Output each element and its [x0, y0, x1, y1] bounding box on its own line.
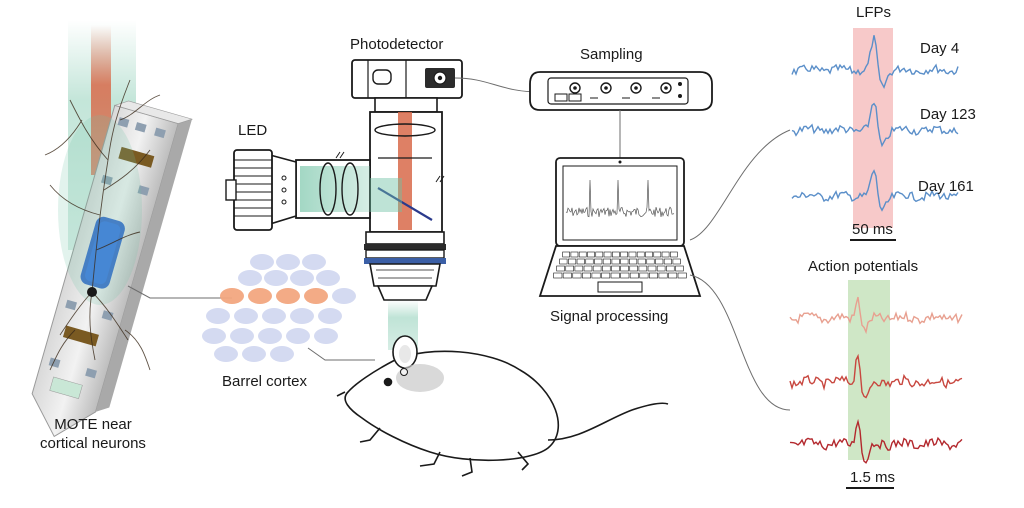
photodetector-label: Photodetector	[350, 36, 444, 53]
lfp-highlight-band	[853, 28, 893, 228]
lfp-traces	[791, 35, 959, 212]
cable-photodetector-sampling	[454, 77, 541, 93]
barrel	[290, 270, 314, 286]
barrel-highlighted	[276, 288, 300, 304]
barrel-cortex-label: Barrel cortex	[222, 373, 308, 390]
lfp-scale-bar-label: 50 ms	[852, 221, 893, 238]
mote-probe	[31, 20, 232, 438]
barrel	[214, 346, 238, 362]
barrel-highlighted	[304, 288, 328, 304]
lfp-trace	[791, 102, 959, 148]
barrel	[290, 308, 314, 324]
barrel	[270, 346, 294, 362]
barrel-highlighted	[220, 288, 244, 304]
action-potential-trace	[789, 353, 963, 399]
action-potential-traces	[789, 296, 963, 464]
barrel-callout-line	[307, 347, 375, 361]
link-laptop-action-potentials	[689, 274, 791, 411]
link-laptop-lfps	[689, 129, 791, 241]
action-potential-trace	[789, 296, 963, 335]
ap-scale-bar-label: 1.5 ms	[850, 469, 896, 486]
barrel	[286, 328, 310, 344]
barrel	[264, 270, 288, 286]
barrel	[262, 308, 286, 324]
ap-highlight-band	[848, 280, 890, 460]
laser-path	[398, 112, 412, 230]
barrel	[234, 308, 258, 324]
microscope	[225, 59, 463, 350]
barrel	[314, 328, 338, 344]
laptop-screen-signal	[565, 179, 675, 218]
lfp-title: LFPs	[856, 4, 892, 21]
barrel	[250, 254, 274, 270]
mouse	[336, 335, 669, 477]
barrel	[316, 270, 340, 286]
dichroic-mirror	[377, 187, 433, 221]
barrel	[332, 288, 356, 304]
barrel	[206, 308, 230, 324]
led-housing	[233, 149, 273, 231]
barrel	[242, 346, 266, 362]
sampling-device	[529, 71, 713, 111]
barrel-highlighted	[248, 288, 272, 304]
barrel	[230, 328, 254, 344]
barrel	[238, 270, 262, 286]
lfp-trace-label-day123: Day 123	[920, 106, 976, 123]
probe-callout-line	[127, 285, 232, 299]
signal-processing-label: Signal processing	[550, 308, 669, 325]
barrel	[276, 254, 300, 270]
neuron-soma	[87, 287, 97, 297]
barrel	[258, 328, 282, 344]
barrel	[302, 254, 326, 270]
mote-label-line1: MOTE near	[54, 416, 132, 433]
lfp-trace-label-day4: Day 4	[920, 40, 960, 57]
lfp-trace	[791, 35, 959, 90]
lfp-trace	[791, 169, 959, 212]
barrel	[318, 308, 342, 324]
action-potential-trace	[789, 418, 963, 464]
ap-title: Action potentials	[808, 258, 919, 275]
lfp-trace-label-day161: Day 161	[918, 178, 974, 195]
laptop	[538, 157, 702, 297]
barrel	[202, 328, 226, 344]
led-label: LED	[238, 122, 268, 139]
barrel-cortex-map	[202, 254, 356, 362]
mote-label-line2: cortical neurons	[40, 435, 146, 452]
sampling-label: Sampling	[580, 46, 643, 63]
